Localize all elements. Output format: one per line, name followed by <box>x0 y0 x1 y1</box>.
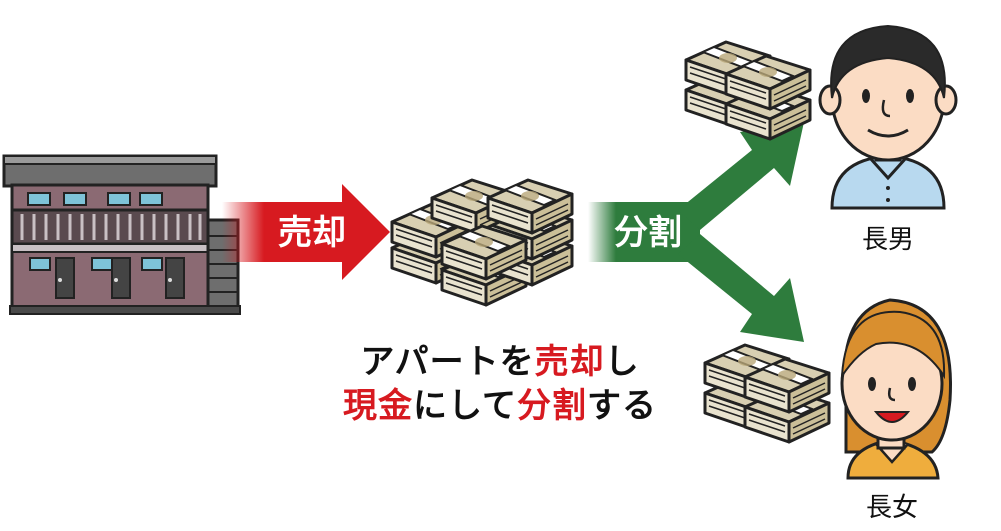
split-arrow: 分割 <box>588 122 804 342</box>
caption-line-2: 現金にして分割する <box>300 378 700 427</box>
caption-text: する <box>586 386 657 426</box>
caption-text: にして <box>413 386 517 426</box>
caption-highlight-sell: 売却 <box>534 342 605 382</box>
sell-arrow-label: 売却 <box>278 213 346 253</box>
woman-icon <box>840 298 952 480</box>
caption-text: し <box>604 342 640 382</box>
caption-highlight-split: 分割 <box>516 386 587 426</box>
cash-stack-icon <box>705 345 829 442</box>
son-label: 長男 <box>862 225 914 255</box>
cash-stack-icon <box>686 42 810 139</box>
cash-stack-icon <box>390 178 574 307</box>
caption-highlight-cash: 現金 <box>343 386 413 426</box>
sell-arrow: 売却 <box>222 184 390 280</box>
split-arrow-label: 分割 <box>614 213 682 253</box>
caption-line-1: アパートを売却し <box>300 334 700 383</box>
apartment-building-icon <box>2 154 241 315</box>
man-icon <box>818 24 958 210</box>
caption-text: アパートを <box>360 342 535 382</box>
daughter-label: 長女 <box>866 493 918 523</box>
